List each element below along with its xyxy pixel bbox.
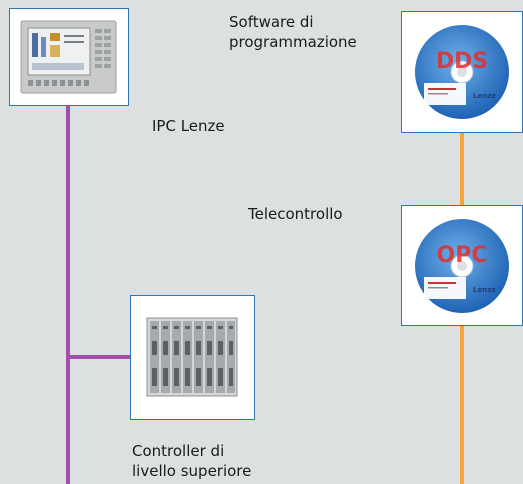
ipc-label: IPC Lenze bbox=[152, 117, 225, 135]
controller-rack-icon bbox=[146, 317, 238, 397]
opc-card: Lenze OPC bbox=[401, 205, 523, 326]
controller-label: Controller di livello superiore bbox=[132, 441, 251, 481]
orange-bus-upper bbox=[460, 133, 464, 205]
telecontrol-label: Telecontrollo bbox=[248, 205, 343, 223]
orange-bus-lower bbox=[460, 326, 464, 484]
svg-text:Lenze: Lenze bbox=[473, 286, 496, 294]
ipc-panel-icon bbox=[20, 20, 117, 94]
programming-software-label-line1: Software di bbox=[229, 13, 314, 31]
opc-disc-icon: Lenze OPC bbox=[415, 219, 509, 313]
opc-disc-text: OPC bbox=[437, 243, 488, 268]
purple-bus-branch bbox=[66, 355, 130, 359]
purple-bus-vertical bbox=[66, 106, 70, 484]
dds-disc-icon: Lenze DDS bbox=[415, 25, 509, 119]
programming-software-label: Software di programmazione bbox=[229, 12, 357, 52]
controller-label-line1: Controller di bbox=[132, 442, 225, 460]
dds-disc-text: DDS bbox=[436, 49, 488, 74]
ipc-card bbox=[9, 8, 129, 106]
programming-software-label-line2: programmazione bbox=[229, 33, 357, 51]
svg-text:Lenze: Lenze bbox=[473, 92, 496, 100]
dds-card: Lenze DDS bbox=[401, 11, 523, 133]
controller-card bbox=[130, 295, 255, 420]
controller-label-line2: livello superiore bbox=[132, 462, 252, 480]
